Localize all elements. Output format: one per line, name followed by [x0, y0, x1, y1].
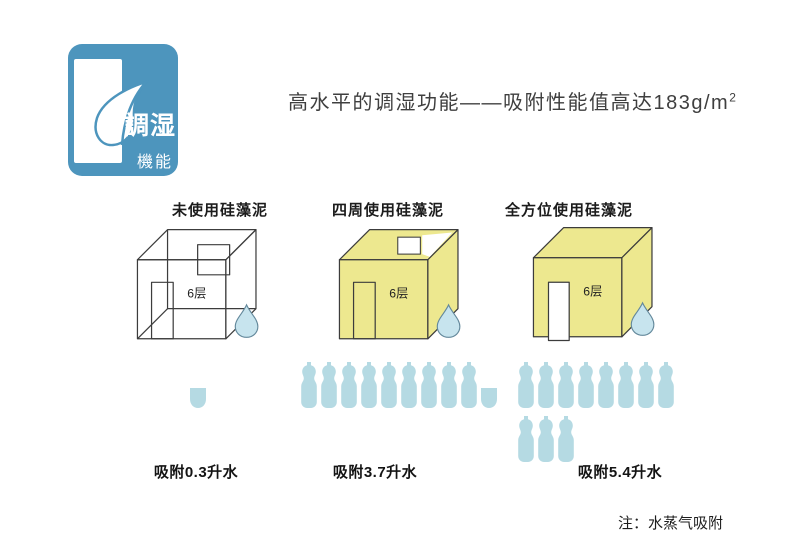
water-bottle-icon: [518, 416, 534, 462]
house-wireframe: 6层: [136, 229, 259, 340]
water-bottle-icon: [658, 362, 674, 408]
column-header-full-mud: 全方位使用硅藻泥: [504, 202, 634, 219]
title-superscript: 2: [729, 90, 738, 105]
logo-title: 調湿: [124, 112, 177, 140]
bottle-group-full-mud: [517, 362, 675, 470]
bottle-row: [517, 416, 675, 462]
bottle-row: [189, 362, 207, 408]
water-bottle-icon: [618, 362, 634, 408]
water-bottle-icon: [558, 362, 574, 408]
ceiling-opening-wedge: [422, 232, 453, 257]
absorption-label-full-mud: 吸附5.4升水: [577, 464, 663, 481]
leaf-drop-icon: [94, 79, 150, 147]
house-fully-covered: 6层: [532, 227, 655, 342]
footnote: 注：水蒸气吸附: [618, 516, 724, 532]
water-bottle-icon: [361, 362, 377, 408]
water-bottle-icon: [518, 362, 534, 408]
water-bottle-icon: [381, 362, 397, 408]
ceiling-opening: [397, 236, 421, 255]
water-bottle-icon: [538, 416, 554, 462]
logo-subtitle: 機能: [137, 154, 174, 171]
water-bottle-icon: [538, 362, 554, 408]
water-bottle-icon: [341, 362, 357, 408]
house-walls-covered: 6层: [338, 229, 461, 340]
water-bottle-icon: [578, 362, 594, 408]
partial-bottle-icon: [190, 388, 206, 408]
water-drop-icon: [436, 303, 461, 338]
water-bottle-icon: [301, 362, 317, 408]
water-bottle-icon: [638, 362, 654, 408]
room-size-label: 6层: [583, 284, 602, 298]
bottle-group-walls-mud: [300, 362, 498, 416]
bottle-group-no-mud: [189, 362, 207, 416]
water-drop-icon: [630, 301, 655, 336]
bottle-row: [300, 362, 498, 408]
column-header-walls-mud: 四周使用硅藻泥: [331, 202, 445, 219]
door-outline: [150, 281, 174, 340]
open-doorway: [547, 281, 570, 342]
water-bottle-icon: [401, 362, 417, 408]
window-outline: [197, 244, 231, 276]
page-title: 高水平的调湿功能——吸附性能值高达183g/m2: [288, 86, 737, 115]
water-bottle-icon: [558, 416, 574, 462]
partial-bottle-icon: [481, 388, 497, 408]
room-size-label: 6层: [187, 286, 206, 300]
room-size-label: 6层: [389, 286, 408, 300]
water-bottle-icon: [321, 362, 337, 408]
bottle-row: [517, 362, 675, 408]
water-bottle-icon: [461, 362, 477, 408]
column-header-no-mud: 未使用硅藻泥: [171, 202, 269, 219]
water-drop-icon: [234, 303, 259, 338]
brand-logo: 調湿 機能: [68, 44, 178, 176]
door-outline: [352, 281, 376, 340]
water-bottle-icon: [441, 362, 457, 408]
water-bottle-icon: [598, 362, 614, 408]
absorption-label-walls-mud: 吸附3.7升水: [332, 464, 418, 481]
title-text: 高水平的调湿功能——吸附性能值高达183g/m: [288, 92, 730, 114]
absorption-label-no-mud: 吸附0.3升水: [153, 464, 239, 481]
water-bottle-icon: [421, 362, 437, 408]
